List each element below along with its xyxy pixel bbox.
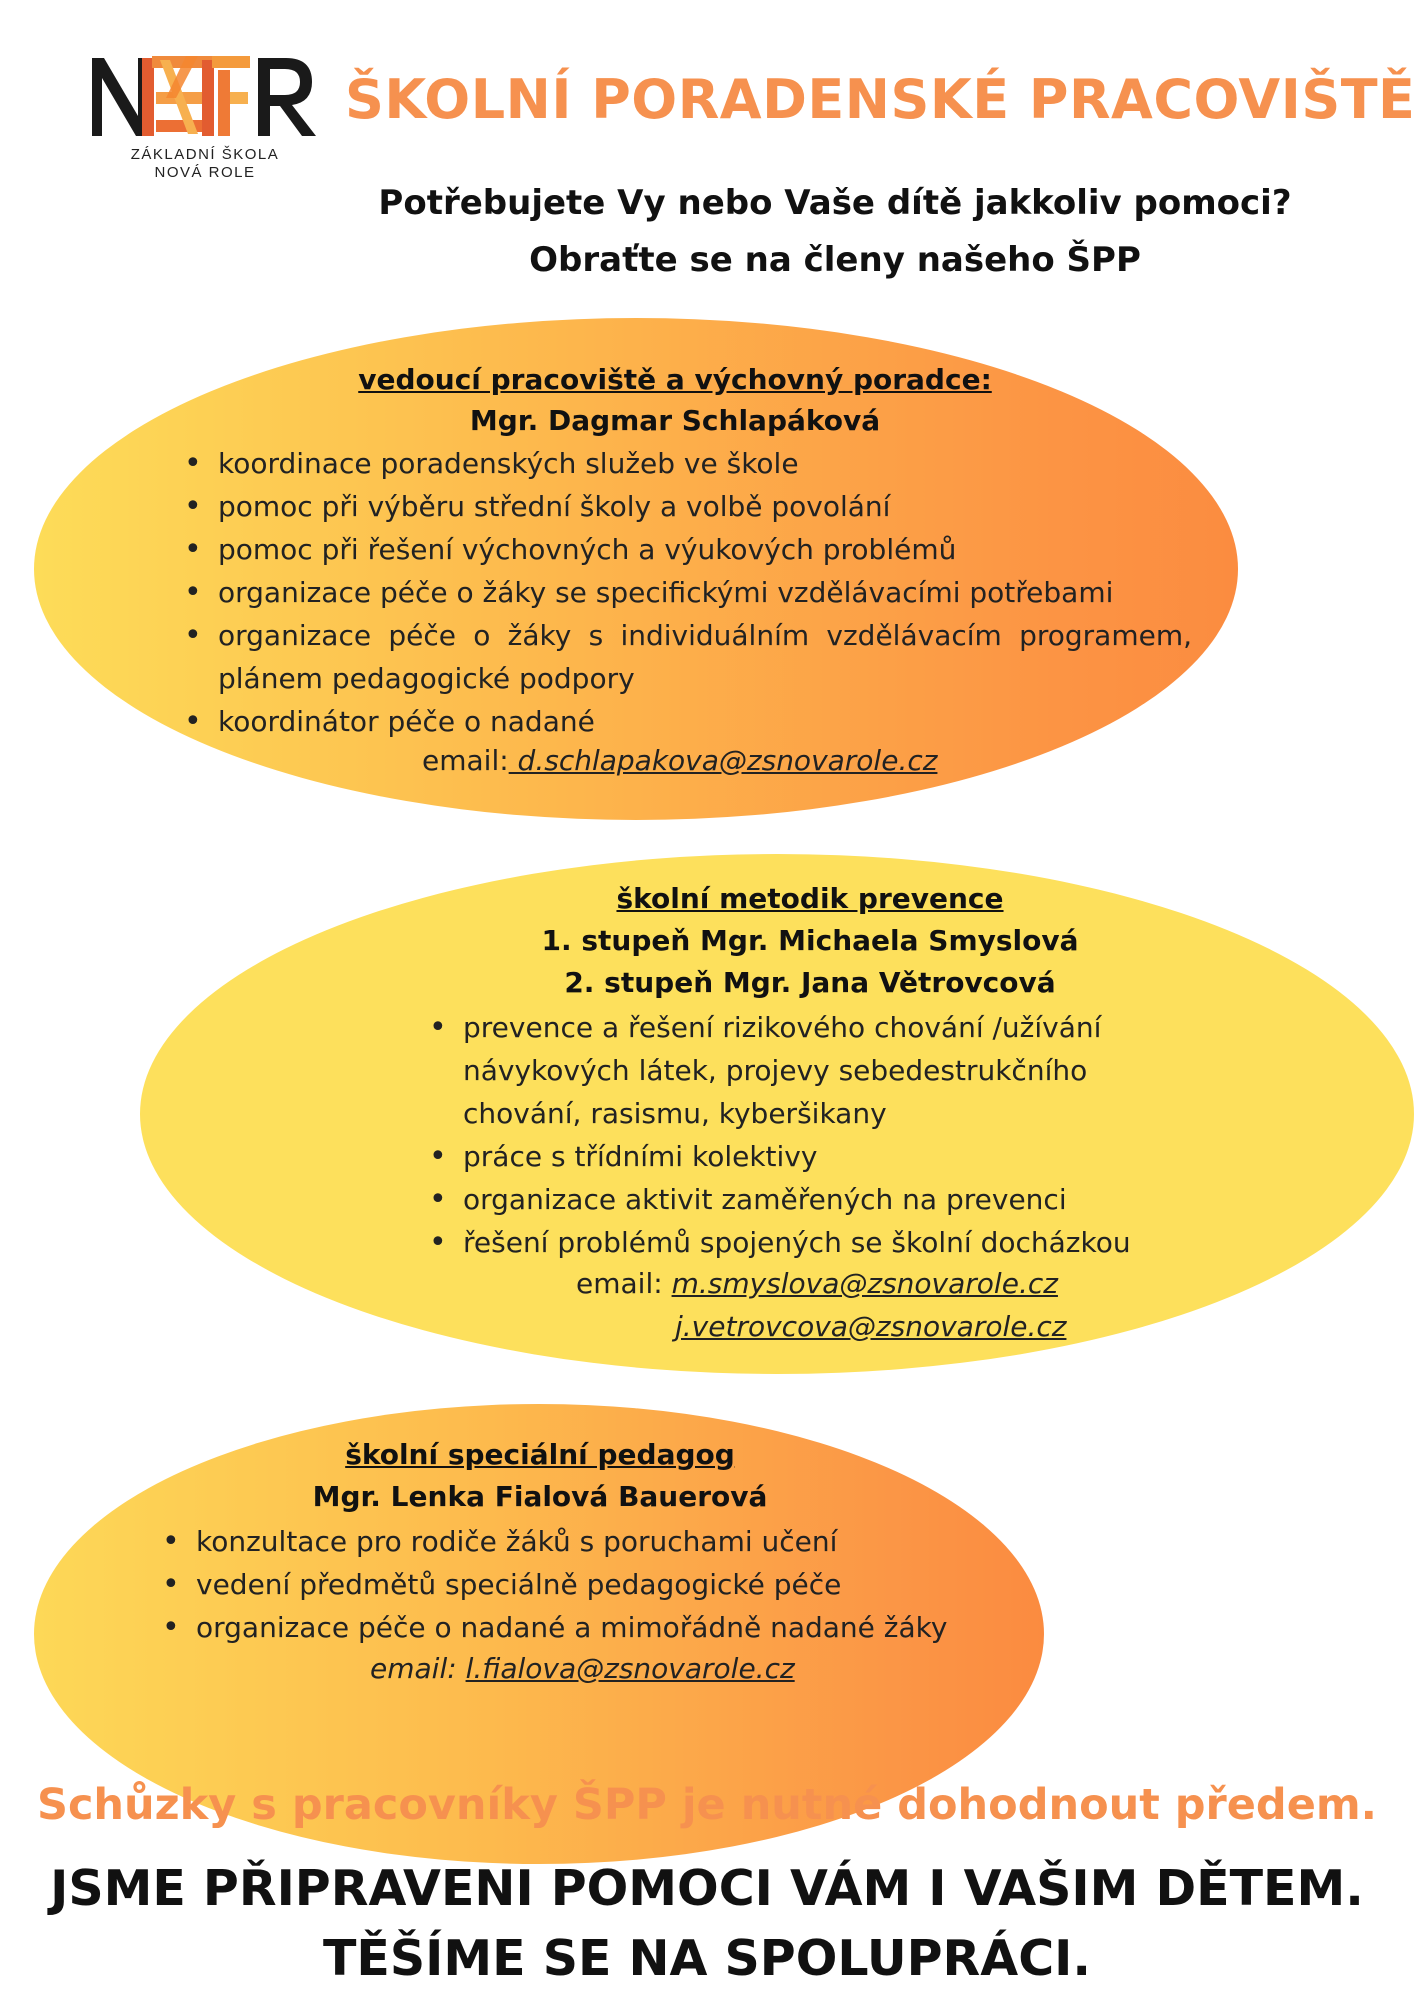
counselor-email: email: d.schlapakova@zsnovarole.cz [422, 744, 937, 777]
prevention-duties-list: prevence a řešení rizikového chování /už… [427, 1006, 1167, 1264]
special-pedagogue-duties-list: konzultace pro rodiče žáků s poruchami u… [160, 1520, 1020, 1649]
special-pedagogue-name: Mgr. Lenka Fialová Bauerová [312, 1480, 768, 1513]
special-pedagogue-email: email: l.fialova@zsnovarole.cz [370, 1652, 795, 1685]
page-title: ŠKOLNÍ PORADENSKÉ PRACOVIŠTĚ [345, 68, 1414, 131]
intro-question: Potřebujete Vy nebo Vaše dítě jakkoliv p… [378, 183, 1292, 223]
list-item: konzultace pro rodiče žáků s poruchami u… [160, 1520, 1020, 1563]
list-item: koordinátor péče o nadané [182, 700, 1192, 743]
closing-line-1: JSME PŘIPRAVENI POMOCI VÁM I VAŠIM DĚTEM… [50, 1860, 1364, 1917]
section-heading-prevention: školní metodik prevence [616, 882, 1004, 915]
logo-caption-line1: ZÁKLADNÍ ŠKOLA [130, 146, 280, 163]
closing-line-2: TĚŠÍME SE NA SPOLUPRÁCI. [322, 1930, 1092, 1987]
intro-call-to-action: Obraťte se na členy našeho ŠPP [529, 240, 1141, 280]
list-item: organizace aktivit zaměřených na prevenc… [427, 1178, 1167, 1221]
section-heading-special-pedagogue: školní speciální pedagog [345, 1438, 735, 1471]
list-item: organizace péče o žáky s individuálním v… [182, 614, 1192, 700]
email-link-vetrovcova[interactable]: j.vetrovcova@zsnovarole.cz [675, 1310, 1067, 1343]
logo-caption-line2: NOVÁ ROLE [154, 164, 256, 181]
list-item: organizace péče o nadané a mimořádně nad… [160, 1606, 1020, 1649]
list-item: práce s třídními kolektivy [427, 1135, 1167, 1178]
list-item: pomoc při řešení výchovných a výukových … [182, 528, 1192, 571]
email-label: email: [422, 744, 509, 777]
section-heading-counselor: vedoucí pracoviště a výchovný poradce: [358, 363, 992, 396]
prevention-email-1: email: m.smyslova@zsnovarole.cz [576, 1267, 1058, 1300]
list-item: koordinace poradenských služeb ve škole [182, 442, 1192, 485]
prevention-name-stage1: 1. stupeň Mgr. Michaela Smyslová [541, 924, 1079, 957]
counselor-name: Mgr. Dagmar Schlapáková [469, 404, 881, 437]
appointment-note: Schůzky s pracovníky ŠPP je nutné dohodn… [36, 1780, 1378, 1830]
email-link-schlapakova[interactable]: d.schlapakova@zsnovarole.cz [508, 744, 938, 777]
school-logo: ZÁKLADNÍ ŠKOLA NOVÁ ROLE [90, 48, 320, 188]
prevention-email-2: j.vetrovcova@zsnovarole.cz [675, 1310, 1066, 1343]
email-label: email: [576, 1267, 663, 1300]
list-item: řešení problémů spojených se školní doch… [427, 1221, 1167, 1264]
counselor-duties-list: koordinace poradenských služeb ve škole … [182, 442, 1192, 743]
list-item: organizace péče o žáky se specifickými v… [182, 571, 1192, 614]
email-link-smyslova[interactable]: m.smyslova@zsnovarole.cz [671, 1267, 1058, 1300]
list-item: pomoc při výběru střední školy a volbě p… [182, 485, 1192, 528]
list-item: prevence a řešení rizikového chování /už… [427, 1006, 1167, 1135]
prevention-name-stage2: 2. stupeň Mgr. Jana Větrovcová [564, 966, 1056, 999]
email-link-fialova[interactable]: l.fialova@zsnovarole.cz [465, 1652, 795, 1685]
list-item: vedení předmětů speciálně pedagogické pé… [160, 1563, 1020, 1606]
email-label: email: [370, 1652, 457, 1685]
logo-mark-icon [92, 56, 316, 136]
